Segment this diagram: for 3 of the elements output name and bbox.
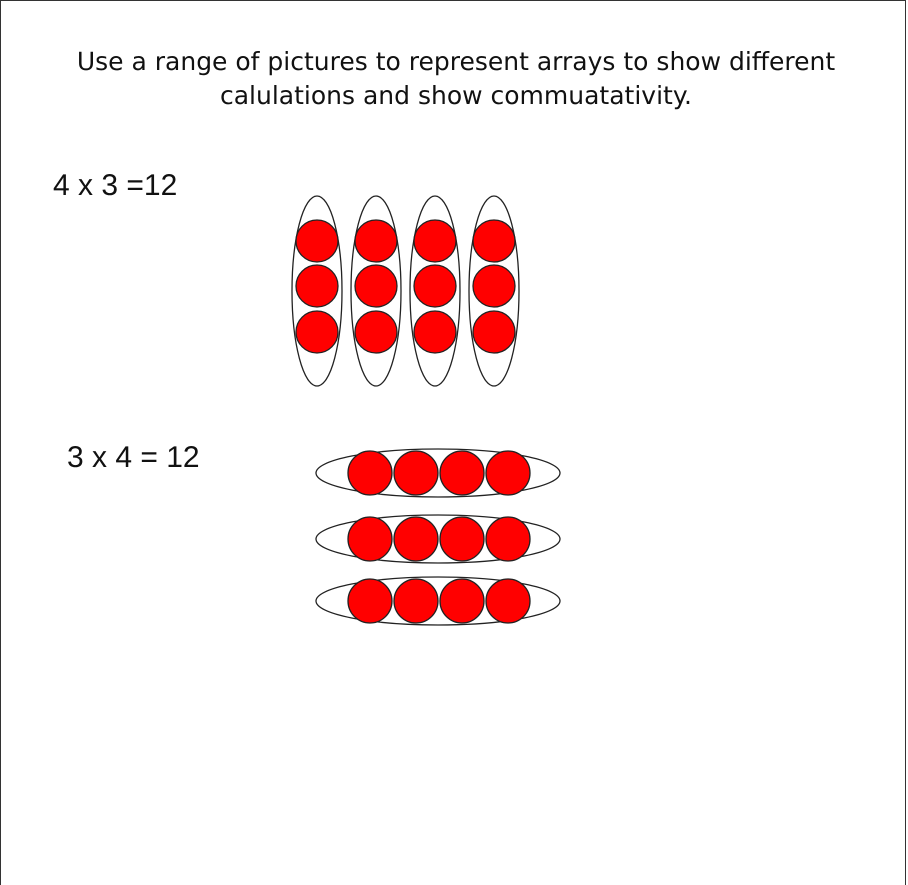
title-text: Use a range of pictures to represent arrays to show different calulations and show commuatativity. — [76, 46, 836, 112]
equation-text: 4 x 3 =12 — [53, 169, 178, 203]
equation-text: 3 x 4 = 12 — [67, 441, 200, 475]
